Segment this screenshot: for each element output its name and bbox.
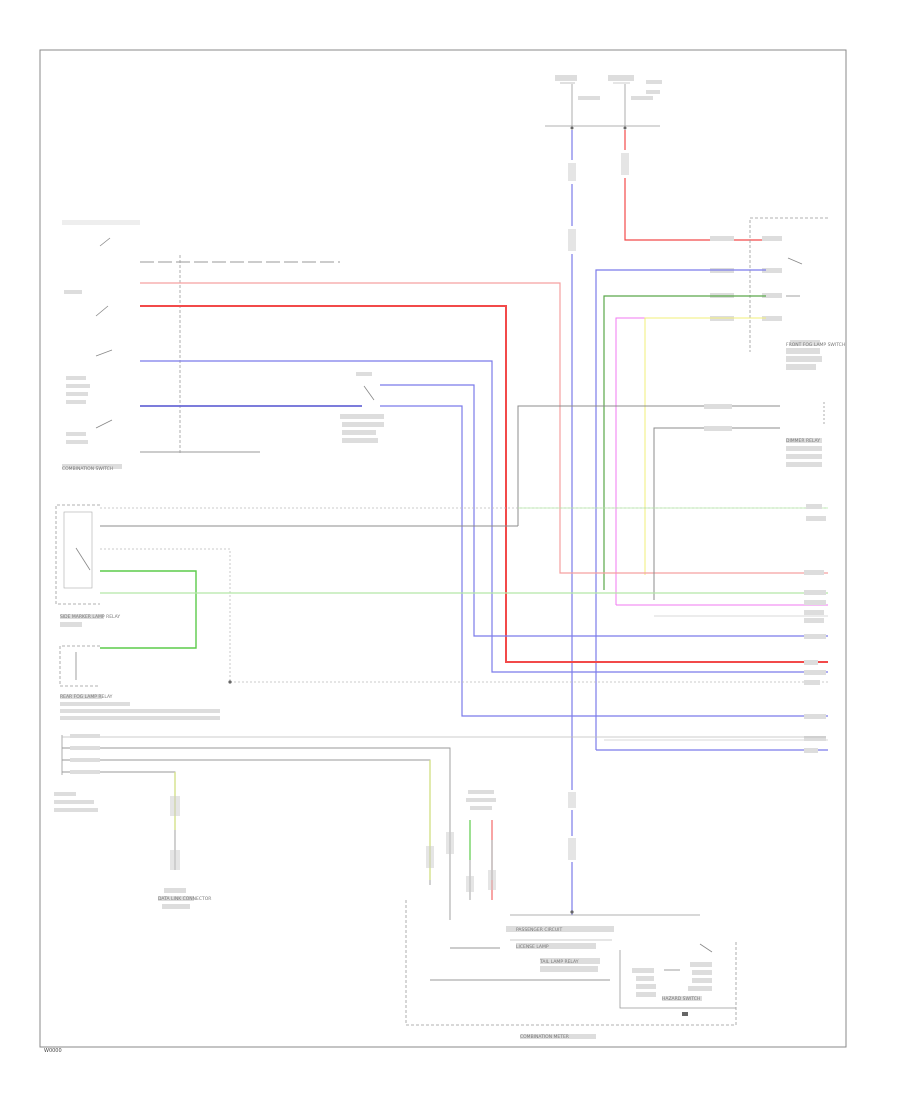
label-side-marker-lamp-relay: SIDE MARKER LAMP RELAY <box>60 614 120 620</box>
wire-blue-right-switch <box>595 269 766 750</box>
rear-fog-lamp-relay <box>59 645 232 720</box>
label-combination-meter: COMBINATION METER <box>520 1034 569 1040</box>
side-marker-lamp-relay <box>55 504 104 627</box>
wire-red-1 <box>140 305 828 663</box>
label-combination-switch: COMBINATION SWITCH <box>62 466 113 472</box>
wire-gray-dash-2 <box>100 548 231 682</box>
diagram-border <box>39 49 847 1048</box>
combination-switch <box>62 220 181 469</box>
label-dimmer-relay: DIMMER RELAY <box>786 438 820 444</box>
wire-green-right-switch <box>603 295 766 590</box>
label-tail-lamp-relay: TAIL LAMP RELAY <box>539 959 579 965</box>
label-data-link: DATA LINK CONNECTOR <box>158 896 211 902</box>
wire-blue-3 <box>380 384 828 637</box>
wire-gray-right-mid2 <box>653 427 780 600</box>
top-fuse-block <box>545 75 662 130</box>
wire-pink-1 <box>140 282 828 574</box>
wire-yellow-right-switch <box>644 317 766 575</box>
wire-blue-4 <box>380 405 828 717</box>
label-front-fog-lamp-switch: FRONT FOG LAMP SWITCH <box>786 342 845 348</box>
bottom-left-labels <box>54 792 194 909</box>
wire-blue-1 <box>140 360 828 673</box>
wire-red-top-right <box>624 130 766 241</box>
bottom-right-switch-cluster <box>619 943 736 1016</box>
wire-green-1 <box>100 570 197 649</box>
label-hazard-switch: HAZARD SWITCH <box>662 996 700 1002</box>
mid-bottom-connector <box>426 790 496 900</box>
right-mid-labels <box>704 404 822 467</box>
label-rear-fog-lamp-relay: REAR FOG LAMP RELAY <box>60 694 113 700</box>
mid-splice <box>340 372 384 443</box>
label-passenger-circuit: PASSENGER CIRCUIT <box>516 927 562 933</box>
right-terminal-labels <box>804 504 826 753</box>
wire-magenta-right-switch <box>615 317 766 605</box>
wire-gray-right-mid <box>517 405 780 526</box>
combination-meter <box>405 900 737 1039</box>
label-license-lamp: LICENSE LAMP <box>516 944 549 950</box>
page-id: W0000 <box>44 1048 62 1054</box>
